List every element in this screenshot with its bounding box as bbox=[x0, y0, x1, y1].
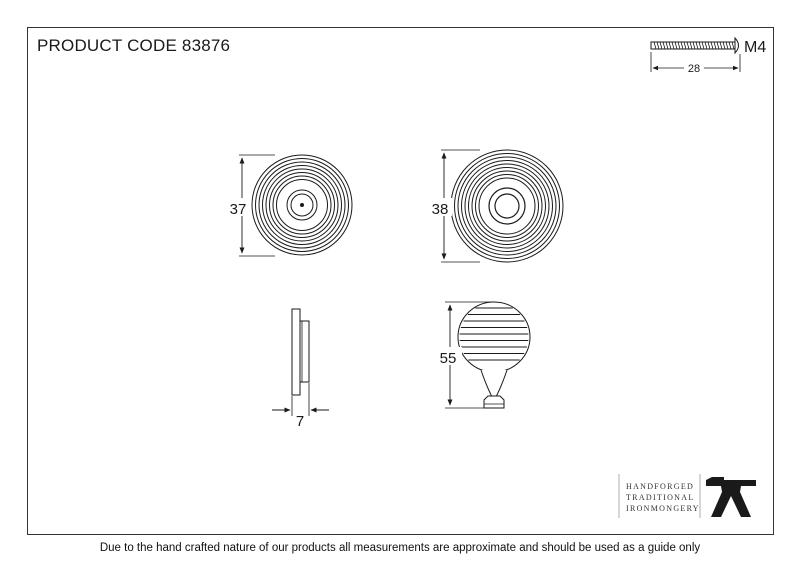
product-code: PRODUCT CODE 83876 bbox=[37, 36, 231, 55]
logo-line-1: HANDFORGED bbox=[626, 482, 694, 491]
knob-projection-label: 55 bbox=[440, 350, 457, 367]
logo-line-2: TRADITIONAL bbox=[626, 493, 695, 502]
measurement-disclaimer: Due to the hand crafted nature of our pr… bbox=[99, 542, 701, 554]
rose-diameter-label: 37 bbox=[230, 201, 247, 218]
rose-front-view: 37 bbox=[225, 154, 353, 257]
rose-thickness-label: 7 bbox=[296, 413, 304, 430]
logo-line-3: IRONMONGERY bbox=[626, 504, 700, 513]
screw-size-label: M4 bbox=[744, 39, 766, 56]
screw-diagram: 28 M4 bbox=[650, 36, 766, 75]
knob-front-diameter-label: 38 bbox=[432, 201, 449, 218]
screw-length-label: 28 bbox=[688, 63, 700, 75]
drawing-frame bbox=[27, 27, 774, 535]
knob-side-view: 55 bbox=[436, 301, 531, 409]
rose-side-view: 7 bbox=[272, 308, 329, 430]
knob-front-view: 38 bbox=[428, 149, 564, 263]
brand-logo: HANDFORGED TRADITIONAL IRONMONGERY bbox=[618, 474, 756, 518]
anvil-icon bbox=[706, 477, 756, 517]
